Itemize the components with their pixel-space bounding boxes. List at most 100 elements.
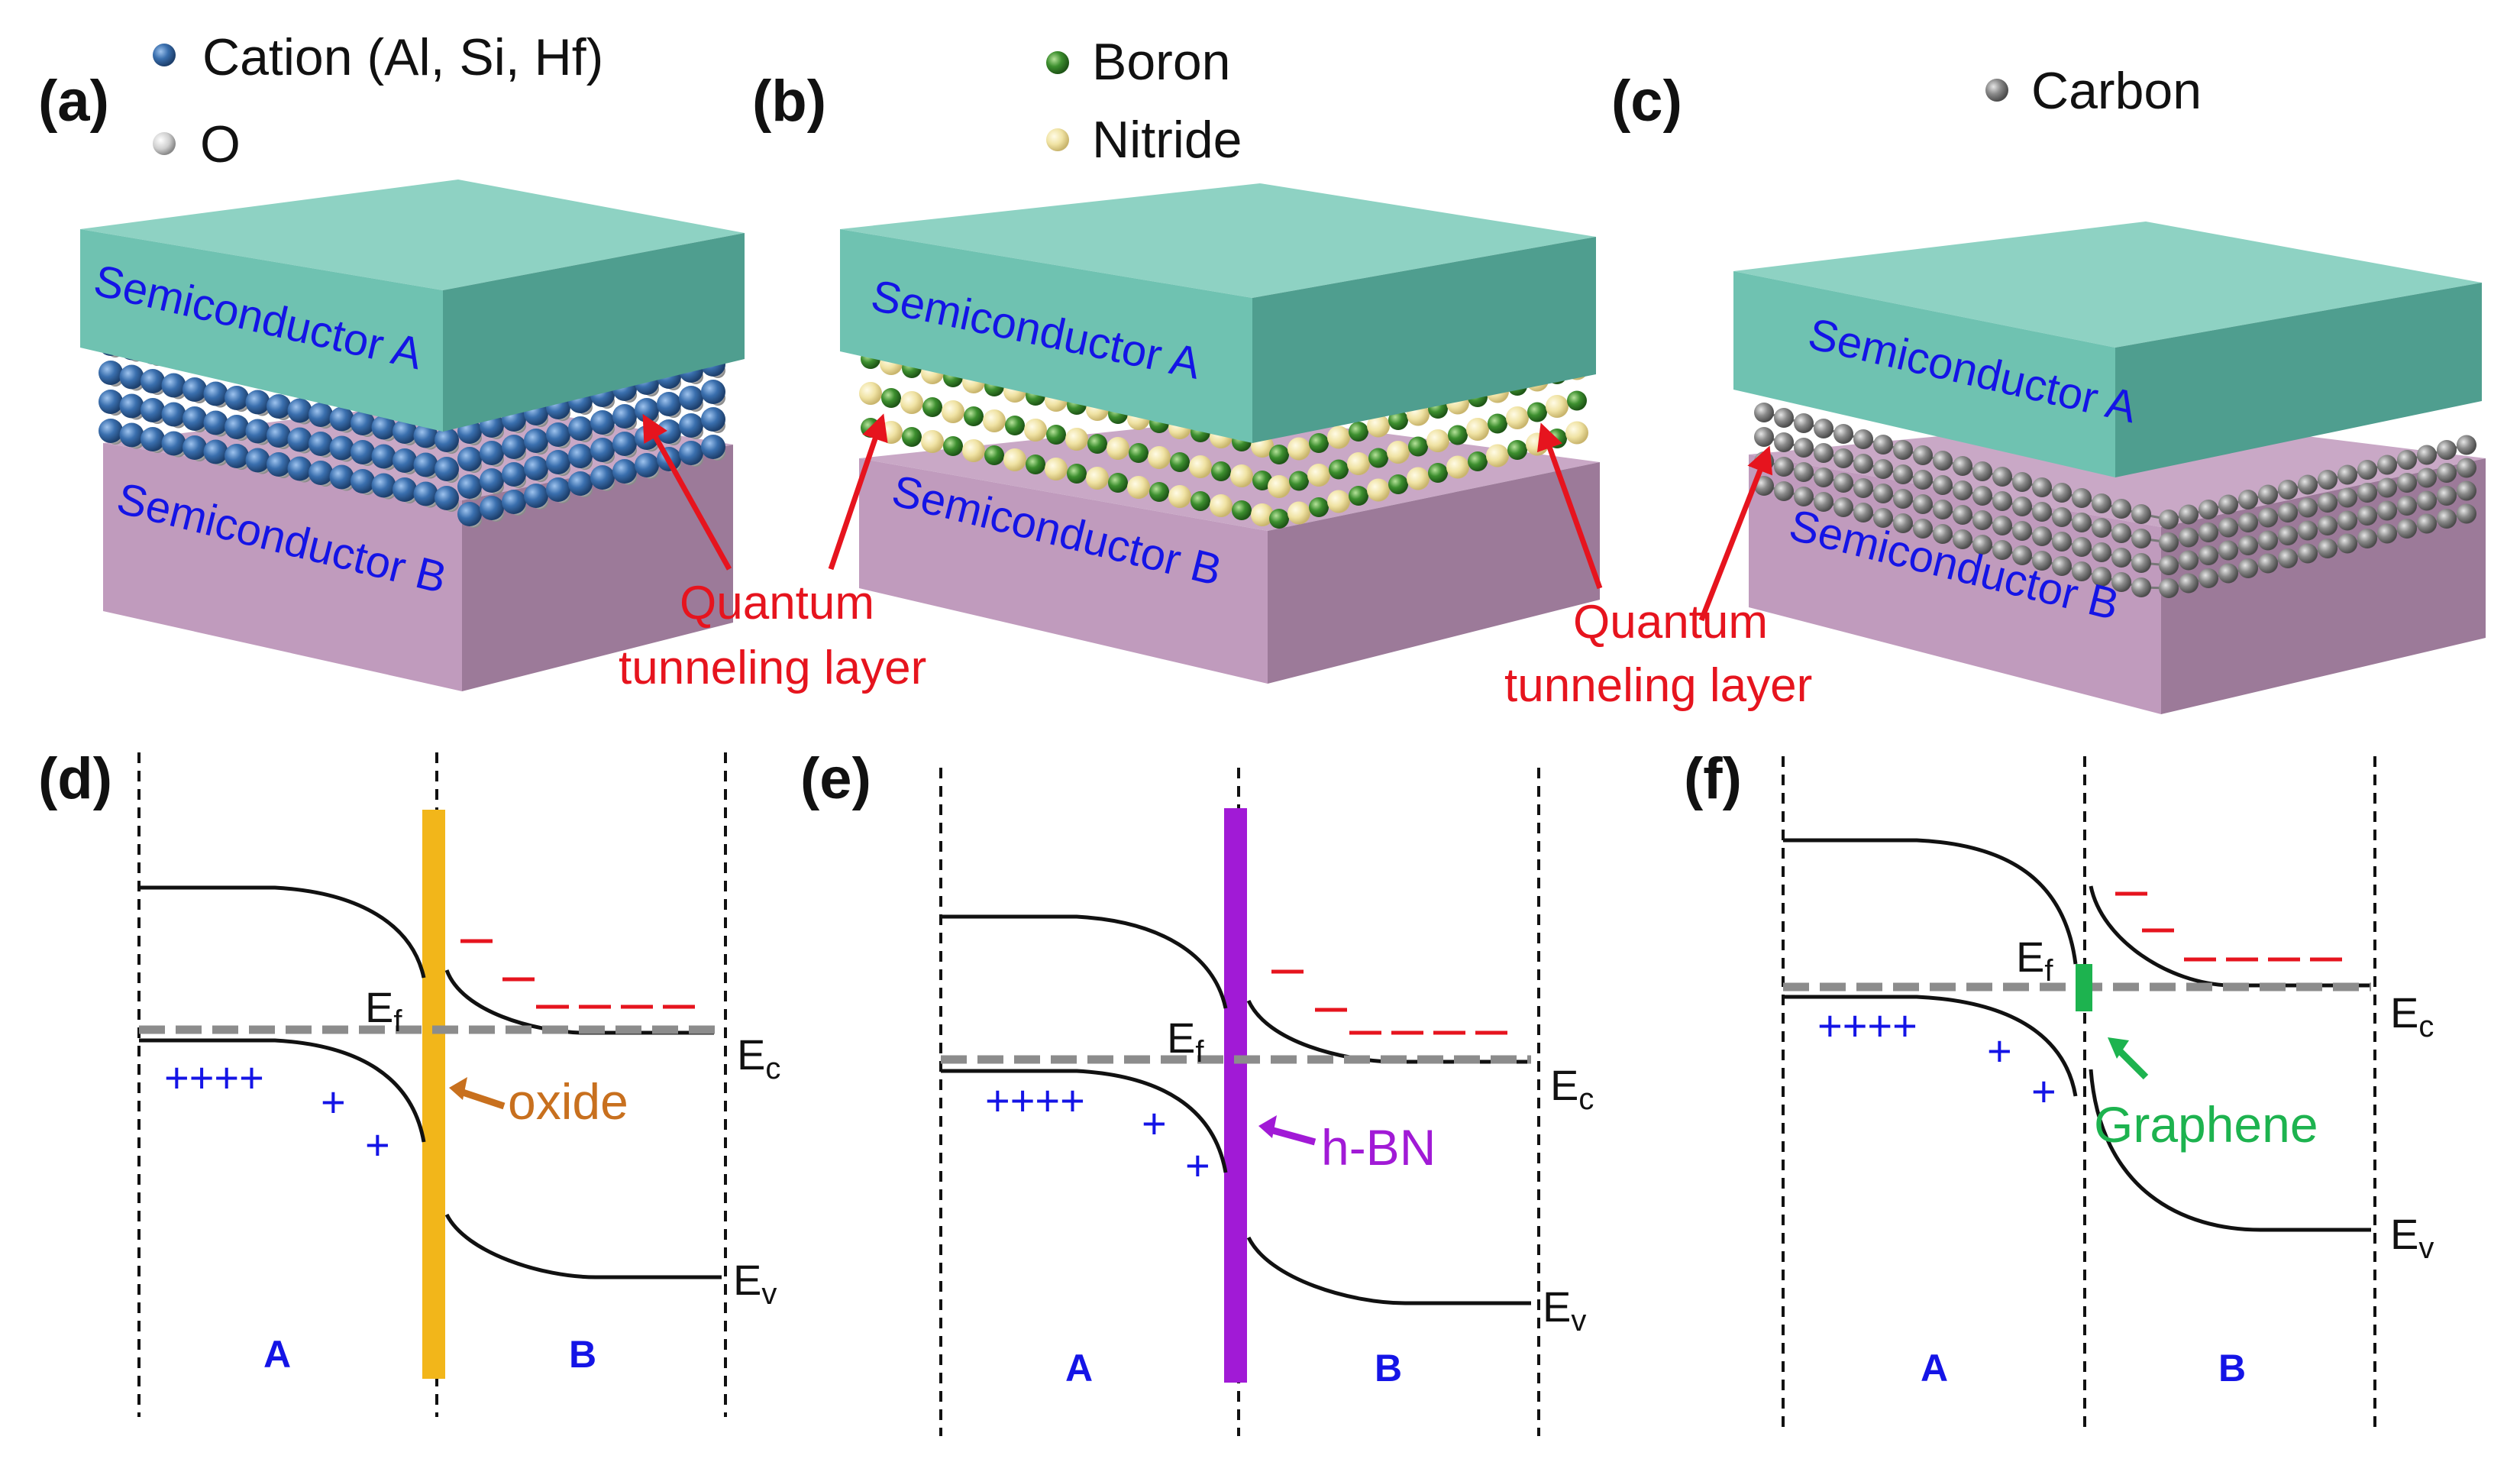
cation-atom xyxy=(524,484,548,508)
boron-atom xyxy=(1309,433,1329,453)
legend-nitride: Nitride xyxy=(1092,111,1242,169)
boron-atom xyxy=(1448,425,1468,445)
nitride-atom xyxy=(1045,458,1068,480)
boron-atom xyxy=(1170,452,1190,472)
carbon-atom xyxy=(2258,530,2278,551)
conduction-band-a xyxy=(139,885,426,979)
carbon-atom xyxy=(1814,443,1833,463)
carbon-atom xyxy=(2032,502,2052,522)
cation-atom xyxy=(435,428,459,452)
cation-legend-marker xyxy=(153,44,176,66)
carbon-atom xyxy=(2258,507,2278,528)
carbon-atom xyxy=(1794,438,1814,458)
carbon-atom xyxy=(2357,483,2377,503)
hbn-atom-layer xyxy=(859,349,1588,529)
carbon-atom xyxy=(2052,532,2072,552)
cation-atom xyxy=(679,386,703,410)
nitride-atom xyxy=(1466,418,1489,441)
panel-e: (e) Ef Ec Ev ++++ + + h-BN A B xyxy=(800,746,1594,1436)
carbon-atom xyxy=(2072,513,2092,532)
nitride-atom xyxy=(859,382,882,405)
cation-atom xyxy=(590,465,615,490)
oxide-layer xyxy=(422,810,445,1379)
boron-atom xyxy=(1046,425,1066,445)
boron-atom xyxy=(984,445,1004,465)
nitride-atom xyxy=(1486,444,1509,467)
carbon-atom xyxy=(1853,478,1873,498)
cation-atom xyxy=(546,450,570,474)
cation-atom xyxy=(267,394,291,419)
carbon-atom xyxy=(2457,503,2476,524)
cation-atom xyxy=(480,441,504,465)
cation-atom xyxy=(679,441,703,465)
charge-plus: + xyxy=(2031,1067,2056,1115)
carbon-atom xyxy=(2131,529,2151,548)
carbon-atom xyxy=(2437,486,2457,506)
nitride-atom xyxy=(1506,406,1529,429)
nitride-atom xyxy=(1107,437,1129,460)
region-a-label: A xyxy=(263,1333,291,1376)
boron-atom xyxy=(1211,461,1231,481)
carbon-atom xyxy=(2437,509,2457,529)
cation-atom xyxy=(287,398,312,423)
carbon-atom xyxy=(2238,490,2258,510)
nitride-atom xyxy=(1127,476,1150,499)
valence-band-b xyxy=(2089,1069,2371,1232)
carbon-atom xyxy=(2159,555,2179,575)
cation-atom xyxy=(161,431,186,456)
ev-label: Ev xyxy=(2390,1210,2434,1265)
carbon-atom xyxy=(1833,473,1853,493)
cation-atom xyxy=(413,423,438,448)
cation-atom xyxy=(568,444,593,468)
slab-b-front xyxy=(103,443,462,691)
quantum-label-line2: tunneling layer xyxy=(619,642,926,694)
cation-atom xyxy=(119,393,144,419)
nitride-atom xyxy=(900,391,923,414)
nitride-atom xyxy=(1446,455,1469,479)
carbon-atom xyxy=(1972,486,1992,506)
carbon-atom xyxy=(2111,499,2131,519)
boron-atom xyxy=(1468,451,1488,471)
carbon-atom xyxy=(2032,551,2052,571)
carbon-atom xyxy=(1873,508,1893,528)
slab-a-side xyxy=(443,233,745,432)
cation-atom xyxy=(329,464,354,490)
cation-atom xyxy=(457,447,482,471)
boron-atom xyxy=(902,427,922,447)
carbon-atom xyxy=(1853,503,1873,522)
cation-atom xyxy=(546,422,570,447)
cation-atom xyxy=(480,496,504,520)
carbon-atom xyxy=(2278,480,2298,500)
panel-c: (c) Carbon Semiconductor A Semiconductor… xyxy=(1504,62,2486,714)
carbon-atom xyxy=(2337,533,2357,554)
carbon-atom xyxy=(2012,545,2032,565)
conduction-band-b xyxy=(1246,999,1531,1064)
carbon-atom xyxy=(2457,480,2476,501)
carbon-atom xyxy=(2377,477,2397,498)
carbon-atom xyxy=(1933,500,1953,519)
cation-atom xyxy=(225,444,249,468)
slab-a-front xyxy=(80,229,443,432)
boron-atom xyxy=(922,397,942,417)
cation-atom xyxy=(351,440,375,464)
carbon-atom xyxy=(1774,408,1794,428)
valence-band-b xyxy=(1246,1236,1531,1305)
cation-atom xyxy=(309,432,333,456)
nitride-atom xyxy=(1287,501,1310,525)
cation-atom xyxy=(161,373,186,398)
cation-atom xyxy=(141,427,165,451)
carbon-atom xyxy=(2437,440,2457,460)
carbon-atom xyxy=(1913,494,1933,514)
carbon-atom xyxy=(2298,497,2318,518)
cation-atom xyxy=(457,502,482,526)
cation-atom xyxy=(183,377,207,402)
carbon-atom xyxy=(2092,542,2111,562)
boron-atom xyxy=(1388,410,1408,430)
carbon-atom xyxy=(2159,532,2179,552)
carbon-atom xyxy=(1893,464,1913,484)
carbon-atom xyxy=(1873,459,1893,479)
boron-atom xyxy=(1408,436,1428,457)
carbon-atom xyxy=(1992,516,2012,535)
charge-plus: + xyxy=(1987,1027,2012,1075)
carbon-atom xyxy=(1992,467,2012,487)
